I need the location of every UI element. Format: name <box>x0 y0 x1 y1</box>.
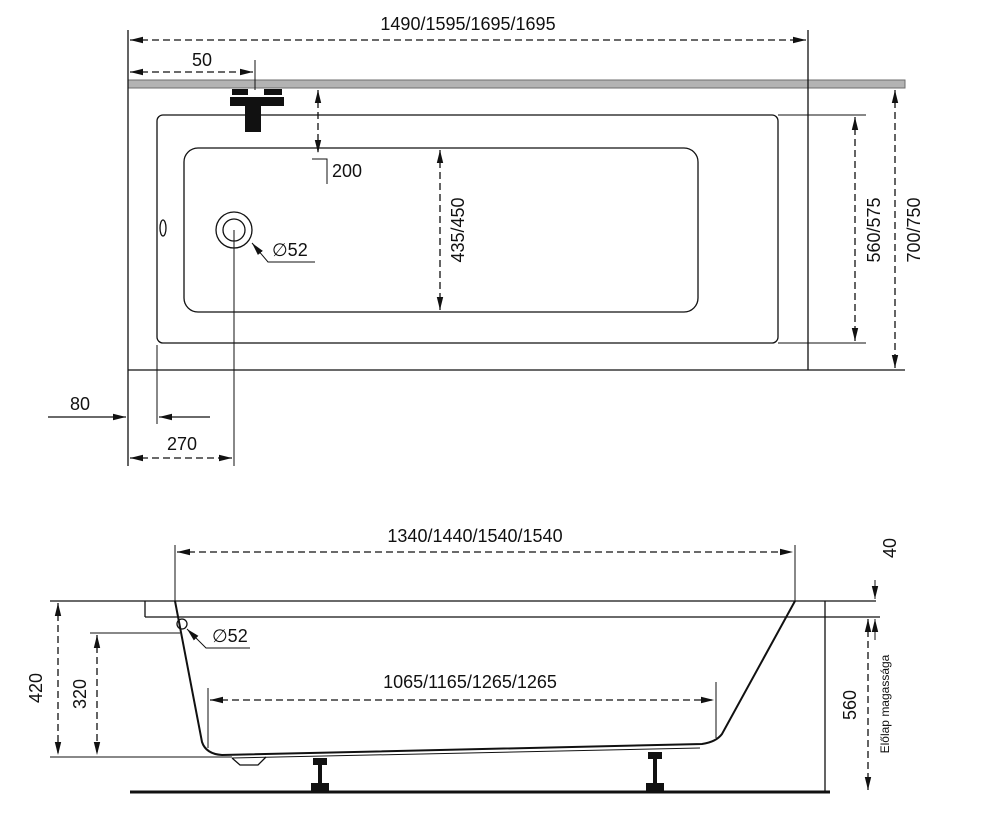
left-foot-base <box>311 783 329 792</box>
right-foot-nut <box>648 752 662 759</box>
panel-height-label: 560 <box>840 690 860 720</box>
rim-thickness-label: 40 <box>880 538 900 558</box>
side-view: ∅52 1340/1440/1540/1540 1065/1165/1265/1… <box>26 526 900 794</box>
left-support <box>231 756 267 766</box>
right-foot-rod <box>653 759 657 784</box>
overflow-opening-side <box>176 618 188 630</box>
overflow-diameter-label: ∅52 <box>212 626 248 646</box>
overflow-height-label: 320 <box>70 679 90 709</box>
top-length-label: 1340/1440/1540/1540 <box>387 526 562 546</box>
overall-width-label: 700/750 <box>904 197 924 262</box>
tub-shell-profile <box>174 600 796 757</box>
faucet-icon <box>230 89 284 132</box>
faucet-depth-leader <box>312 158 328 184</box>
faucet-right-knob <box>264 89 282 95</box>
left-foot-icon <box>311 758 329 792</box>
overflow-diameter-leader <box>186 628 250 649</box>
basin-width-label: 435/450 <box>448 197 468 262</box>
left-foot-nut <box>313 758 327 765</box>
right-foot-icon <box>646 752 664 792</box>
panel-height-caption: Előlap magassága <box>878 654 892 753</box>
right-foot-base <box>646 783 664 792</box>
wall-band <box>127 79 906 89</box>
tub-base-line <box>231 747 701 759</box>
basin-outline <box>183 147 699 313</box>
faucet-depth-label: 200 <box>332 161 362 181</box>
faucet-body <box>230 97 284 106</box>
faucet-offset-label: 50 <box>192 50 212 70</box>
faucet-spout <box>245 106 261 132</box>
overflow-opening <box>159 219 167 237</box>
top-view: 1490/1595/1695/1695 50 200 435/450 ∅52 5… <box>48 14 924 466</box>
inner-rim-outline <box>156 114 779 344</box>
drain-diameter-label: ∅52 <box>272 240 308 260</box>
faucet-left-knob <box>232 89 248 95</box>
rim-offset-label: 80 <box>70 394 90 414</box>
left-foot-rod <box>318 765 322 784</box>
total-height-label: 420 <box>26 673 46 703</box>
bottom-length-label: 1065/1165/1265/1265 <box>383 672 557 692</box>
overall-length-label: 1490/1595/1695/1695 <box>380 14 555 34</box>
drain-diameter-leader <box>251 242 315 263</box>
rim-width-label: 560/575 <box>864 197 884 262</box>
drain-offset-label: 270 <box>167 434 197 454</box>
